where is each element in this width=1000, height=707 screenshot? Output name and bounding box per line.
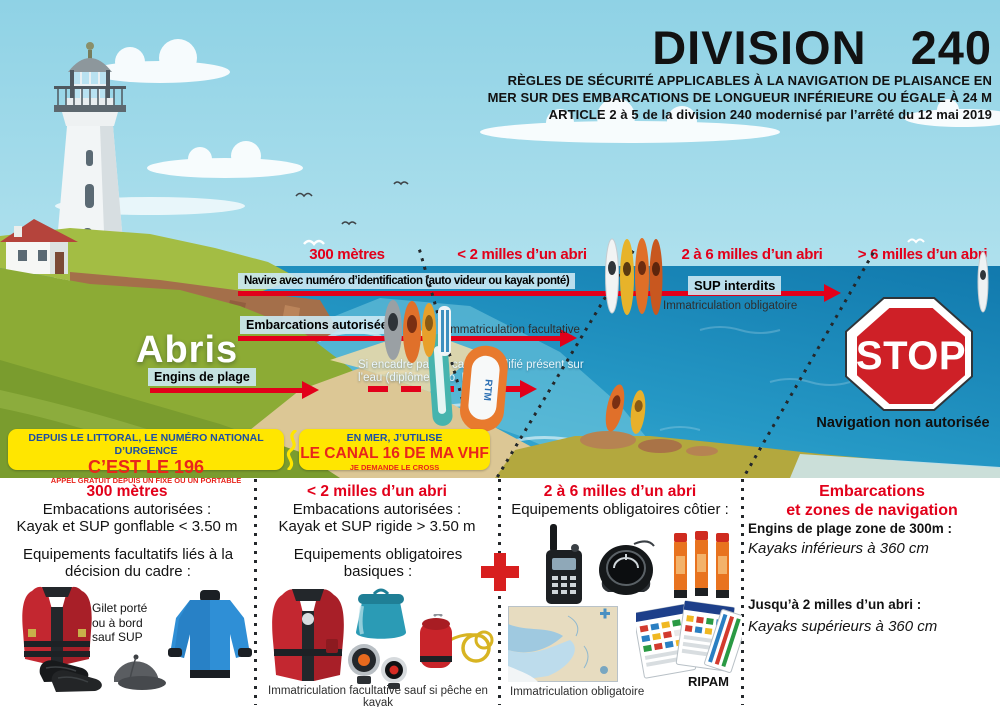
panel3-subheading: Equipements obligatoires côtier : (511, 501, 729, 518)
subtitle-line-2: MER SUR DES EMBARCATIONS DE LONGUEUR INF… (487, 90, 992, 105)
panel2-caption: Immatriculation facultative sauf si pêch… (268, 685, 488, 707)
band-sup-interdits: SUP interdits (688, 276, 782, 295)
panel-separator-1 (254, 479, 257, 705)
drysuit-jacket-icon (168, 590, 252, 678)
shore-strip (495, 431, 1000, 478)
panel1-line1: Embacations autorisées : (42, 501, 212, 518)
panel4-entry1-detail: Kayaks inférieurs à 360 cm (748, 540, 929, 557)
panel4-entry2-head: Jusqu’à 2 milles d’un abri : (748, 597, 922, 612)
panel1-subheading: Equipements facultatifs liés à la décisi… (22, 546, 234, 580)
panel2-line2: Kayak et SUP rigide > 3.50 m (278, 518, 476, 535)
littoral-line3: APPEL GRATUIT DEPUIS UN FIXE OU UN PORTA… (50, 476, 242, 485)
subtitle-line-1: RÈGLES DE SÉCURITÉ APPLICABLES À LA NAVI… (507, 73, 992, 88)
note-encadre-line2: l’eau (diplômes pro, FFCK) (358, 372, 496, 384)
subtitle-line-3: ARTICLE 2 à 5 de la division 240 moderni… (548, 107, 992, 122)
note-encadre-line1: Si encadré par un cadre Qualifié présent… (358, 359, 584, 371)
mer-line3: JE DEMANDE LE CROSS (349, 463, 440, 472)
clouds (55, 39, 1000, 215)
squiggle-divider (286, 430, 297, 470)
panel4-title-line2: et zones de navigation (786, 502, 958, 519)
vest-note: Gilet porté ou à bord sauf SUP (92, 601, 148, 644)
zone-label-300m: 300 mètres (309, 246, 385, 263)
mer-line2: LE CANAL 16 DE MA VHF (300, 445, 489, 462)
arrow-encadre-head (520, 380, 537, 398)
abris-label: Abris (136, 329, 239, 371)
hand-flares-icon (674, 531, 729, 598)
stop-caption: Navigation non autorisée (816, 415, 990, 431)
page-title: DIVISION 240 (652, 21, 992, 74)
panel3-title: 2 à 6 milles d’un abri (543, 483, 697, 500)
panel1-title: 300 mètres (86, 483, 168, 500)
house-icon (0, 219, 78, 274)
panel4-entry1-head: Engins de plage zone de 300m : (748, 521, 953, 536)
cap-icon (114, 654, 166, 690)
signal-lights-icon (348, 644, 407, 689)
life-jacket2-icon (272, 589, 344, 681)
panel-separator-3 (741, 479, 744, 705)
arrow-zone1 (238, 291, 824, 296)
note-immat-obligatoire: Immatriculation obligatoire (663, 300, 798, 312)
littoral-line2: C’EST LE 196 (87, 457, 205, 477)
emergency-littoral-box: DEPUIS LE LITTORAL, LE NUMÉRO NATIONAL D… (8, 429, 284, 485)
water-shoes-icon (39, 660, 102, 692)
band-embarcations: Embarcations autorisées (240, 316, 401, 334)
arrow-zone2 (238, 336, 560, 341)
panel2-subheading: Equipements obligatoires basiques : (293, 546, 463, 580)
life-jacket-icon (22, 586, 92, 665)
stop-sign-label: STOP (855, 333, 967, 378)
panel-separator-2 (498, 479, 501, 705)
zone-label-2-6-milles: 2 à 6 milles d’un abri (681, 246, 823, 263)
band-engins-de-plage: Engins de plage (148, 368, 256, 386)
nautical-chart-icon (508, 606, 618, 682)
emergency-vhf-box: EN MER, J’UTILISE LE CANAL 16 DE MA VHF … (299, 429, 490, 472)
panel4-entry2-detail: Kayaks supérieurs à 360 cm (748, 618, 938, 635)
compass-icon (599, 540, 655, 595)
panel2-line1: Embacations autorisées : (292, 501, 462, 518)
throw-bag-icon (420, 614, 494, 668)
arrow-zone2-head (560, 329, 577, 347)
header-block: DIVISION 240 RÈGLES DE SÉCURITÉ APPLICAB… (440, 24, 992, 123)
ripam-label: RIPAM (688, 674, 729, 689)
littoral-line1: DEPUIS LE LITTORAL, LE NUMÉRO NATIONAL D… (28, 432, 264, 457)
mer-line1: EN MER, J’UTILISE (346, 432, 443, 444)
band-navire: Navire avec numéro d’identification (aut… (238, 273, 576, 289)
arrow-engins (150, 388, 302, 393)
dry-bag-icon (355, 588, 407, 639)
note-immat-facultative: Immatriculation facultative (447, 324, 580, 336)
arrow-zone1-head (824, 284, 841, 302)
ripam-cards-icon (636, 600, 742, 679)
zone-label-2-milles: < 2 milles d’un abri (457, 246, 587, 263)
panel2-title: < 2 milles d’un abri (307, 483, 447, 500)
zone-label-6-milles: > 6 milles d’un abri (857, 246, 988, 263)
panel4-title-line1: Embarcations (819, 483, 925, 500)
arrow-engins-head (302, 381, 319, 399)
wave-lines (659, 326, 851, 431)
panel1-line2: Kayak et SUP gonflable < 3.50 m (16, 518, 238, 535)
arrow-encadre-dashed (368, 386, 520, 392)
vhf-radio-icon (546, 524, 582, 604)
panel3-caption: Immatriculation obligatoire (510, 686, 645, 698)
stop-sign-icon: STOP (845, 297, 973, 411)
red-cross-icon (481, 553, 519, 591)
seagull-icons (295, 181, 925, 246)
